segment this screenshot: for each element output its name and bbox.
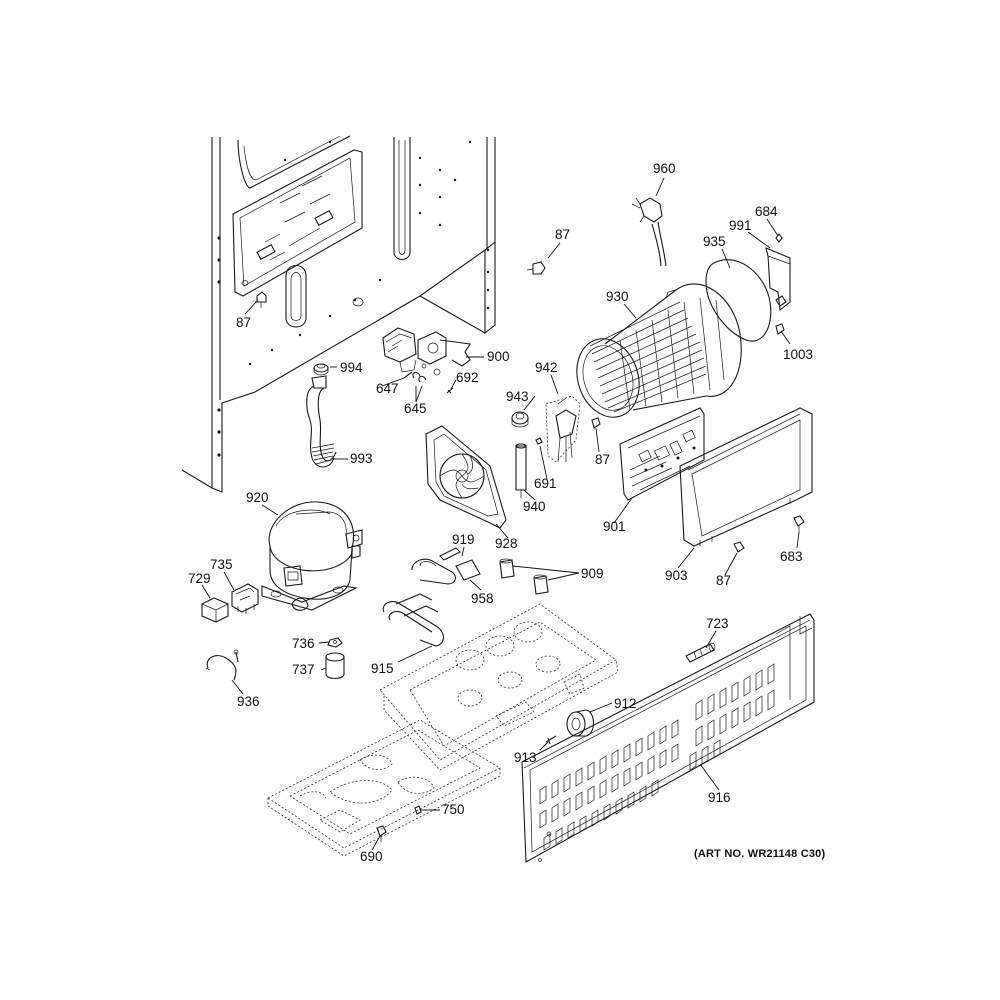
- screw-683: [793, 515, 805, 532]
- drain-pan-915: [267, 593, 619, 857]
- callout-labels: 960 87 684 991 935 930 87 1003 900 994 6…: [188, 161, 813, 864]
- screw-87-condenser: [591, 417, 601, 429]
- callout-943: 943: [506, 389, 529, 404]
- screw-87-top: [526, 261, 546, 275]
- callout-935: 935: [703, 234, 726, 249]
- bracket-991: [765, 247, 791, 312]
- capacitor-940: [515, 443, 527, 498]
- screw-1003: [775, 323, 785, 335]
- callout-991: 991: [729, 218, 752, 233]
- cover-903: [679, 407, 813, 547]
- callout-909: 909: [581, 566, 604, 581]
- callout-737: 737: [292, 662, 315, 677]
- callout-915: 915: [371, 661, 394, 676]
- callout-920: 920: [246, 490, 269, 505]
- condenser-930: [576, 283, 742, 418]
- callout-729: 729: [188, 571, 211, 586]
- cap-737: [325, 652, 345, 680]
- caps-909: [499, 558, 549, 595]
- compressor-920: [261, 501, 363, 611]
- callout-647: 647: [376, 381, 399, 396]
- clip-736: [327, 637, 343, 648]
- callout-87: 87: [716, 573, 731, 588]
- drain-tube-993: [306, 375, 337, 468]
- clips-645: [412, 371, 427, 383]
- callout-936: 936: [237, 694, 260, 709]
- drier-tube-919: [411, 547, 461, 585]
- callout-960: 960: [653, 161, 676, 176]
- clip-647: [403, 371, 413, 379]
- callout-87: 87: [595, 452, 610, 467]
- callout-645: 645: [404, 401, 427, 416]
- callout-690: 690: [360, 849, 383, 864]
- callout-736: 736: [292, 636, 315, 651]
- callout-942: 942: [535, 360, 558, 375]
- condenser-fan-928: [425, 425, 507, 529]
- overload-735: [231, 583, 259, 614]
- callout-993: 993: [350, 451, 373, 466]
- grommet-994: [313, 363, 329, 376]
- screw-913: [545, 735, 557, 745]
- pad-958: [455, 559, 481, 581]
- callout-901: 901: [603, 519, 626, 534]
- callout-900: 900: [487, 349, 510, 364]
- callout-683: 683: [780, 549, 803, 564]
- callout-994: 994: [340, 360, 363, 375]
- callout-735: 735: [210, 557, 233, 572]
- screw-692: [446, 387, 454, 394]
- callout-912: 912: [614, 696, 637, 711]
- callout-958: 958: [471, 591, 494, 606]
- callout-692: 692: [456, 370, 479, 385]
- cabinet-back: [181, 135, 496, 493]
- callout-684: 684: [755, 204, 778, 219]
- callout-750: 750: [442, 802, 465, 817]
- screw-690: [376, 825, 387, 842]
- wire-harness-936: [205, 649, 239, 681]
- screw-87-cabinet: [256, 291, 267, 308]
- thermal-protector-943: [511, 411, 529, 428]
- leader-lines: [201, 177, 800, 851]
- callout-940: 940: [523, 499, 546, 514]
- screw-750: [414, 805, 422, 815]
- callout-928: 928: [495, 536, 518, 551]
- callout-919: 919: [452, 532, 475, 547]
- callout-916: 916: [708, 790, 731, 805]
- rear-grille-916: [521, 613, 815, 863]
- art-number-label: (ART NO. WR21148 C30): [694, 848, 826, 860]
- screw-87-cover: [733, 541, 745, 553]
- gasket-935: [705, 259, 772, 342]
- screw-691: [535, 437, 543, 445]
- power-cord-960: [631, 197, 667, 267]
- bushing-723: [685, 642, 716, 663]
- callout-1003: 1003: [783, 347, 813, 362]
- screw-684: [775, 233, 783, 243]
- callout-903: 903: [665, 568, 688, 583]
- callout-930: 930: [606, 289, 629, 304]
- callout-691: 691: [534, 476, 557, 491]
- callout-87: 87: [236, 315, 251, 330]
- valve-assembly-900: [382, 327, 471, 376]
- callout-723: 723: [706, 616, 729, 631]
- callout-87: 87: [555, 227, 570, 242]
- relay-942: [545, 395, 581, 463]
- control-board-901: [619, 407, 705, 501]
- callout-913: 913: [514, 750, 537, 765]
- relay-729: [201, 597, 229, 623]
